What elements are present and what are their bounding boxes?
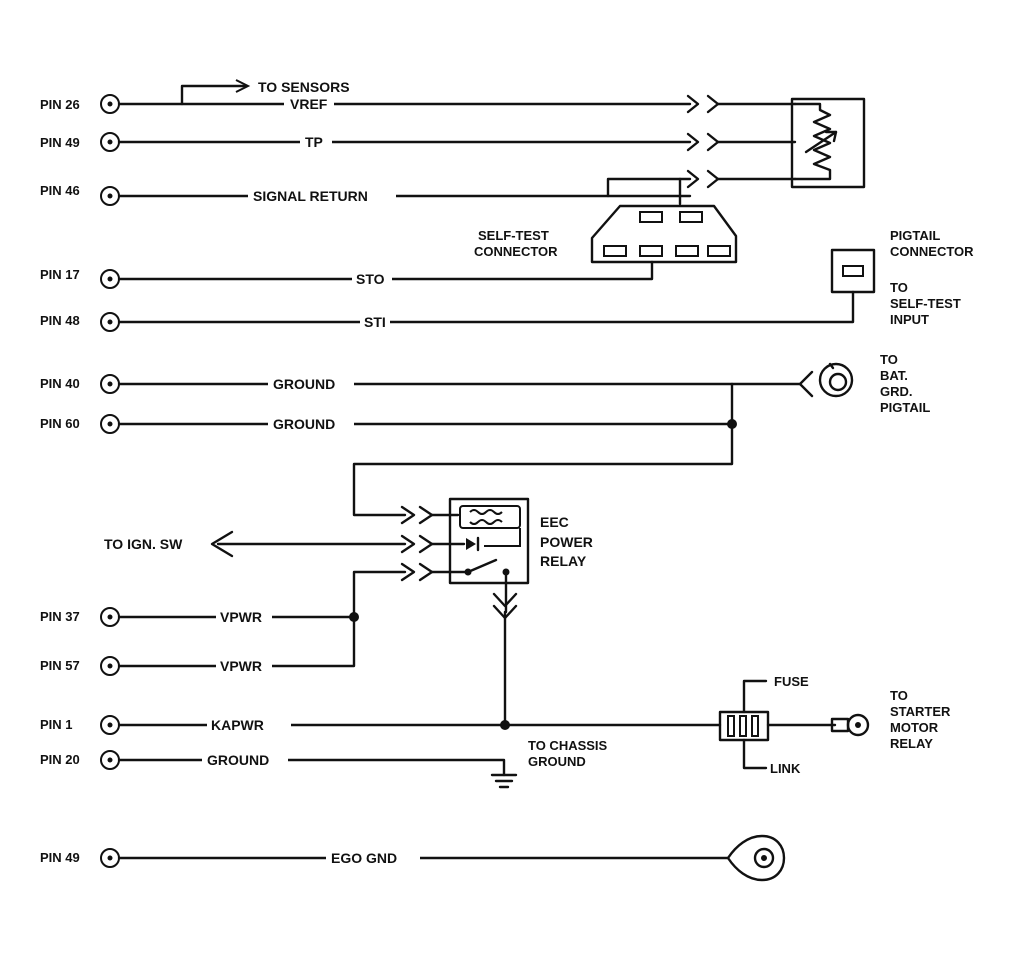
- pin-26-label: PIN 26: [40, 97, 80, 112]
- pin-20-terminal: PIN 20: [40, 750, 120, 770]
- chassis-ground-label-2: GROUND: [528, 754, 586, 769]
- throttle-position-sensor: [790, 97, 866, 189]
- bat-grd-label-4: PIGTAIL: [880, 400, 930, 415]
- to-sensors-label: TO SENSORS: [258, 79, 350, 95]
- pin-40-label: PIN 40: [40, 376, 80, 391]
- self-test-connector: SELF-TEST CONNECTOR: [474, 204, 738, 264]
- starter-relay-label-3: MOTOR: [890, 720, 939, 735]
- pin-48-label: PIN 48: [40, 313, 80, 328]
- pin-48-terminal: PIN 48: [40, 312, 120, 332]
- signal-labels: VREF TP SIGNAL RETURN STO STI GROUND GRO…: [202, 95, 420, 867]
- sto-label: STO: [356, 271, 385, 287]
- pigtail-connector-label-1: PIGTAIL: [890, 228, 940, 243]
- eec-relay-label-2: POWER: [540, 534, 593, 550]
- ground-20-label: GROUND: [207, 752, 269, 768]
- chassis-ground-symbol: TO CHASSIS GROUND: [490, 738, 608, 789]
- bat-grd-label-1: TO: [880, 352, 898, 367]
- pin-60-label: PIN 60: [40, 416, 80, 431]
- pin-1-label: PIN 1: [40, 717, 73, 732]
- pin-terminals: PIN 26 PIN 49 PIN 46 PIN 17 PIN 48 PIN 4…: [40, 94, 120, 868]
- pigtail-connector-label-2: CONNECTOR: [890, 244, 974, 259]
- self-test-input-label-2: SELF-TEST: [890, 296, 961, 311]
- vpwr-57-label: VPWR: [220, 658, 262, 674]
- ego-ground-eyelet: [726, 834, 786, 882]
- pigtail-connector: PIGTAIL CONNECTOR TO SELF-TEST INPUT: [830, 228, 974, 327]
- pin-17-terminal: PIN 17: [40, 267, 120, 289]
- ground-60-label: GROUND: [273, 416, 335, 432]
- sensor-connector-chevrons: [686, 94, 797, 189]
- junction-dots: [349, 419, 737, 730]
- ego-gnd-label: EGO GND: [331, 850, 397, 866]
- self-test-input-label-3: INPUT: [890, 312, 929, 327]
- pin-49-ego-terminal: PIN 49: [40, 848, 120, 868]
- fuse-link: FUSE LINK: [718, 674, 809, 776]
- eec-relay-label-3: RELAY: [540, 553, 587, 569]
- self-test-input-label-1: TO: [890, 280, 908, 295]
- pin-40-terminal: PIN 40: [40, 374, 120, 394]
- pin-37-terminal: PIN 37: [40, 607, 120, 627]
- ground-40-label: GROUND: [273, 376, 335, 392]
- pin-57-terminal: PIN 57: [40, 656, 120, 676]
- sti-label: STI: [364, 314, 386, 330]
- self-test-connector-label-2: CONNECTOR: [474, 244, 558, 259]
- starter-relay-label-1: TO: [890, 688, 908, 703]
- tp-label: TP: [305, 134, 323, 150]
- starter-relay-label-2: STARTER: [890, 704, 951, 719]
- pin-17-label: PIN 17: [40, 267, 80, 282]
- pin-49-tp-terminal: PIN 49: [40, 132, 120, 152]
- pin-37-label: PIN 37: [40, 609, 80, 624]
- chassis-ground-label-1: TO CHASSIS: [528, 738, 608, 753]
- bat-grd-label-2: BAT.: [880, 368, 908, 383]
- eec-relay-label-1: EEC: [540, 514, 569, 530]
- pin-1-terminal: PIN 1: [40, 715, 120, 735]
- starter-relay-label-4: RELAY: [890, 736, 933, 751]
- fuse-label: FUSE: [774, 674, 809, 689]
- starter-motor-relay-terminal: TO STARTER MOTOR RELAY: [830, 688, 951, 751]
- eec-power-relay: EEC POWER RELAY: [400, 497, 593, 620]
- signal-return-label: SIGNAL RETURN: [253, 188, 368, 204]
- battery-ground-pigtail: TO BAT. GRD. PIGTAIL: [798, 352, 930, 415]
- pin-49-tp-label: PIN 49: [40, 135, 80, 150]
- link-label: LINK: [770, 761, 801, 776]
- pin-26-terminal: PIN 26: [40, 94, 120, 114]
- to-ign-sw-label: TO IGN. SW: [104, 536, 183, 552]
- pin-46-label: PIN 46: [40, 183, 80, 198]
- pin-60-terminal: PIN 60: [40, 414, 120, 434]
- pin-46-terminal: PIN 46: [40, 183, 120, 206]
- vpwr-37-label: VPWR: [220, 609, 262, 625]
- vref-label: VREF: [290, 96, 328, 112]
- pin-57-label: PIN 57: [40, 658, 80, 673]
- pin-20-label: PIN 20: [40, 752, 80, 767]
- bat-grd-label-3: GRD.: [880, 384, 913, 399]
- kapwr-label: KAPWR: [211, 717, 264, 733]
- self-test-connector-label-1: SELF-TEST: [478, 228, 549, 243]
- pin-49-ego-label: PIN 49: [40, 850, 80, 865]
